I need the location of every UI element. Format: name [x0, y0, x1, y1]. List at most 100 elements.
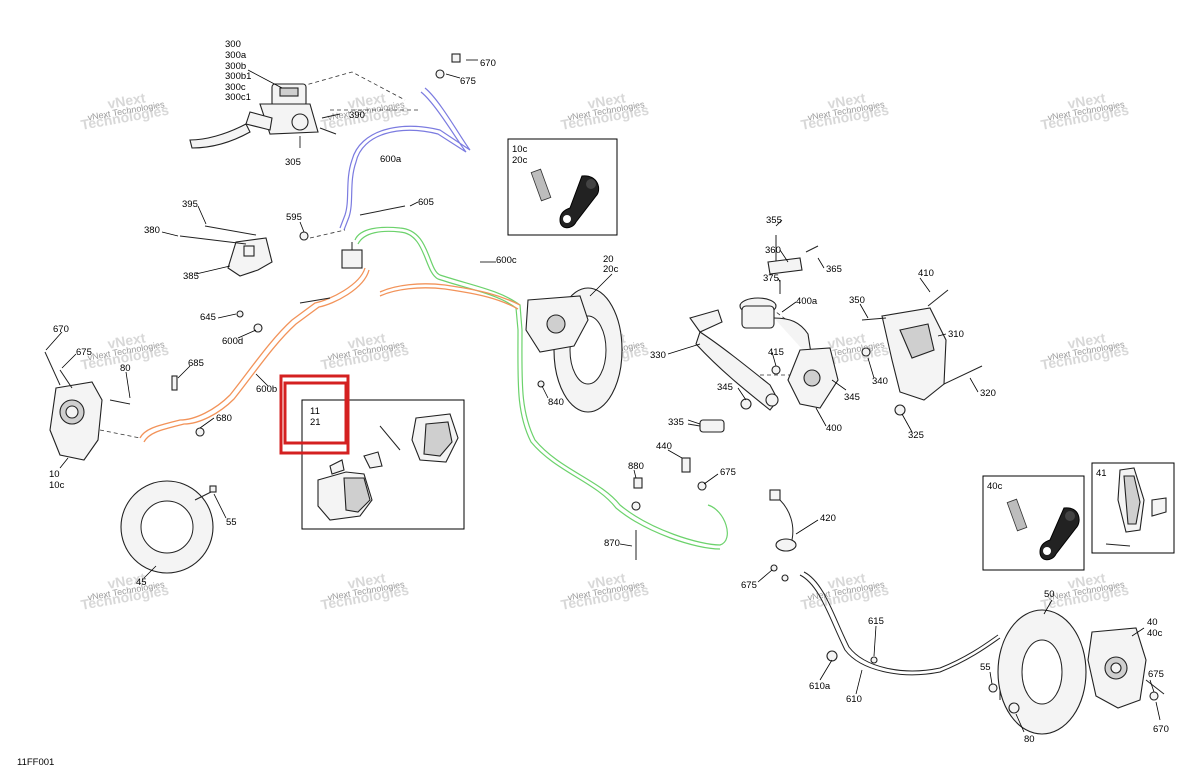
brake-line-600b: [139, 267, 366, 439]
rear-master-cylinder: [739, 235, 839, 409]
part-label: 610a: [809, 681, 831, 692]
pad-clip-icon: [1151, 497, 1167, 517]
leader-lines: [45, 59, 1161, 733]
master-cylinder-assembly: [189, 83, 341, 149]
part-label: 345: [717, 382, 733, 393]
brake-line-600a-inner: [343, 91, 467, 231]
dashed-leader: [294, 71, 406, 101]
watermark-line1: vNext: [826, 89, 867, 111]
part-label: 10: [49, 469, 60, 480]
part-label: 80: [1024, 734, 1035, 745]
bleeder-cap-icon: [559, 175, 600, 229]
front-right-caliper-and-disc: [525, 287, 623, 413]
inset-bleeder-front: 10c 20c: [507, 138, 618, 236]
inset-bleeder-rear: 40c: [982, 475, 1085, 571]
watermark-line1: vNext: [1066, 329, 1107, 351]
part-label: 670: [1153, 724, 1169, 735]
part-label: 355: [766, 215, 782, 226]
part-label: 20: [603, 254, 614, 265]
part-label: 300c1: [225, 92, 251, 103]
watermark-line1: vNext: [346, 329, 387, 351]
part-label: 675: [741, 580, 757, 591]
part-label: 55: [980, 662, 991, 673]
part-label: 45: [136, 577, 147, 588]
pedal-bracket-310: [861, 289, 983, 416]
part-label: 400a: [796, 296, 818, 307]
part-label: 55: [226, 517, 237, 528]
brake-line-600c-inner: [357, 230, 721, 550]
inset-label: 20c: [512, 155, 528, 166]
dashed-leader: [309, 229, 346, 239]
figure-code: 11FF001: [17, 757, 54, 768]
part-label: 400: [826, 423, 842, 434]
part-label: 50: [1044, 589, 1055, 600]
part-label: 600a: [380, 154, 402, 165]
brake-line-600d: [379, 283, 521, 306]
part-label: 300a: [225, 50, 247, 61]
part-label: 300c: [225, 82, 246, 93]
bleeder-screw-icon: [1006, 498, 1028, 532]
part-label: 300: [225, 39, 241, 50]
brake-line-610: [799, 574, 1001, 676]
part-label: 395: [182, 199, 198, 210]
part-label: 340: [872, 376, 888, 387]
watermark-line1: vNext: [826, 569, 867, 591]
watermark-line1: vNext: [346, 89, 387, 111]
part-label: 300b: [225, 61, 246, 72]
part-label: 415: [768, 347, 784, 358]
part-label: 600b: [256, 384, 277, 395]
part-label: 310: [948, 329, 964, 340]
bleeder-screw-icon: [530, 168, 552, 202]
part-label: 880: [628, 461, 644, 472]
part-label: 600d: [222, 336, 243, 347]
part-label: 440: [656, 441, 672, 452]
brake-line-600b-inner: [143, 269, 370, 443]
brake-line-600a: [339, 87, 471, 229]
brake-distribution-block: [299, 205, 406, 304]
part-label: 360: [765, 245, 781, 256]
part-label: 350: [849, 295, 865, 306]
brake-pedal-assembly: [687, 309, 779, 433]
dashed-leader: [99, 429, 141, 439]
part-label: 675: [460, 76, 476, 87]
part-label: 675: [76, 347, 92, 358]
watermark-line1: vNext: [586, 89, 627, 111]
inset-label: 11: [310, 406, 320, 417]
inset-label: 10c: [512, 144, 528, 155]
inset-label: 21: [310, 417, 321, 428]
part-label: 670: [480, 58, 496, 69]
bracket-385: [179, 225, 273, 277]
brake-line-600c: [354, 226, 728, 546]
watermark-line1: vNext: [586, 569, 627, 591]
watermark-line1: vNext: [826, 329, 867, 351]
front-left-caliper: [44, 351, 131, 461]
part-label: 680: [216, 413, 232, 424]
part-label: 325: [908, 430, 924, 441]
part-label: 670: [53, 324, 69, 335]
part-label: 385: [183, 271, 199, 282]
watermark-line1: vNext: [1066, 569, 1107, 591]
part-label: 330: [650, 350, 666, 361]
part-label: 40: [1147, 617, 1158, 628]
part-labels: 300 300a 300b 300b1 300c 300c1 305 390 6…: [49, 39, 1169, 745]
pad-clip-icon: [329, 459, 345, 475]
pad-spring-icon: [363, 451, 383, 469]
part-label: 870: [604, 538, 620, 549]
part-label: 335: [668, 417, 684, 428]
hardware-fasteners: [171, 53, 1159, 701]
part-label: 80: [120, 363, 131, 374]
brake-line-600d-inner: [379, 287, 519, 310]
part-label: 840: [548, 397, 564, 408]
brake-line-610-inner: [803, 571, 999, 672]
part-label: 380: [144, 225, 160, 236]
